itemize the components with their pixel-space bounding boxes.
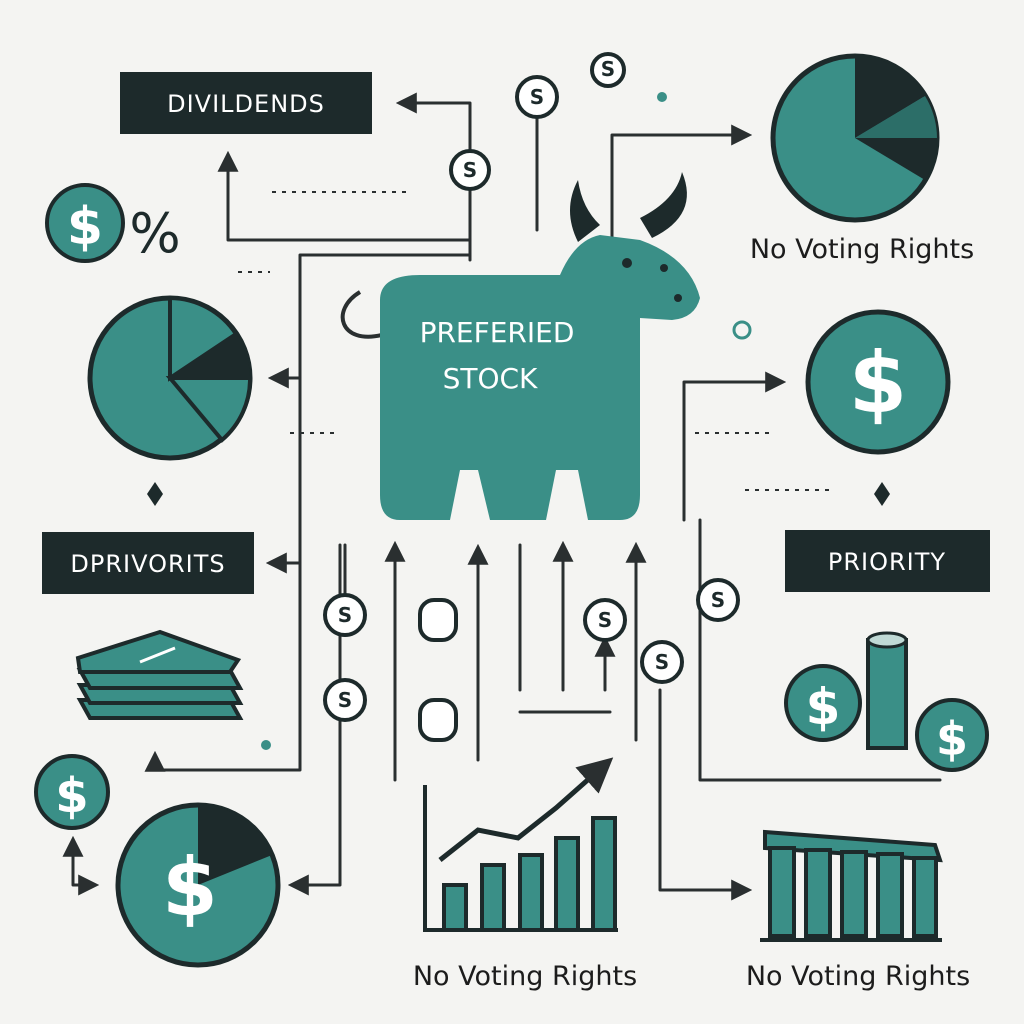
caption-right-top: No Voting Rights [750, 234, 974, 265]
label-dividends-text: DIVILDENDS [167, 90, 325, 118]
money-stack-icon [75, 629, 244, 720]
percent-icon: % [129, 202, 180, 265]
bar-chart-up-arrow-icon [423, 757, 618, 932]
connector-bottom-right [658, 688, 753, 901]
connector-right-coin [682, 371, 787, 522]
connector-left-trunk [267, 253, 472, 389]
s-letter-7: S [711, 588, 725, 612]
pie-chart-icon-top-right [770, 53, 940, 223]
s-circle-2 [449, 149, 491, 191]
dollar-coin-icon-right-mid: $ [784, 664, 862, 742]
s-circle-8 [590, 52, 626, 88]
pie-dollar-sign: $ [162, 841, 218, 934]
s-letter-4: S [338, 688, 352, 712]
s-letter-2: S [463, 158, 477, 182]
s-letter-1: S [530, 85, 544, 109]
connector-left-dprivorits [265, 376, 302, 574]
dot-decoration-1 [657, 92, 667, 102]
bull-icon: PREFERIED STOCK [340, 172, 700, 520]
pie-chart-icon-left [87, 295, 253, 461]
s-circle-6 [640, 640, 684, 684]
s-circle-4 [323, 678, 367, 722]
connector-left-bottom [144, 561, 302, 772]
dot-decoration-2 [261, 740, 271, 750]
s-letter-3: S [338, 603, 352, 627]
connector-lines [62, 92, 942, 901]
connector-left-up [217, 150, 472, 242]
coin-dollar-5: $ [936, 712, 968, 766]
s-letter-5: S [598, 608, 612, 632]
s-circles [323, 52, 740, 722]
coin-dollar-2: $ [849, 334, 907, 432]
dollar-coin-icon-bottom-left: $ [34, 754, 110, 830]
dollar-coin-icon-right: $ [805, 309, 951, 455]
caption-bottom-center: No Voting Rights [413, 961, 637, 992]
label-priority-text: PRIORITY [828, 548, 946, 576]
s-circle-7 [696, 578, 740, 622]
s-circle-5 [583, 598, 627, 642]
connector-left-pie [287, 543, 342, 896]
coin-dollar-4: $ [806, 678, 841, 736]
s-circle-1 [515, 75, 559, 119]
dash-decorations [238, 191, 830, 491]
dollar-coin-icon-top-left: $ [45, 183, 125, 263]
label-dividends: DIVILDENDS [120, 72, 372, 134]
s-letter-6: S [655, 650, 669, 674]
connector-top-right [610, 124, 753, 257]
diamond-markers [147, 482, 890, 506]
rounded-tokens [418, 598, 458, 742]
center-label-line1: PREFERIED [420, 316, 575, 349]
center-label-line2: STOCK [443, 362, 538, 395]
dot-decoration-3 [732, 320, 752, 340]
coin-dollar-3: $ [55, 768, 88, 824]
s-circle-3 [323, 593, 367, 637]
cylinder-bar-icon [866, 631, 908, 750]
coin-dollar-1: $ [67, 197, 103, 257]
label-priority: PRIORITY [785, 530, 990, 592]
label-dprivorits-text: DPRIVORITS [70, 550, 225, 578]
dollar-coin-icon-right-low: $ [915, 698, 989, 772]
pie-chart-icon-bottom-left: $ [115, 802, 281, 968]
connector-coin-left [71, 843, 100, 896]
s-circle-letters: S S S S S S S S [338, 57, 725, 712]
columns-icon [760, 829, 943, 942]
caption-bottom-right: No Voting Rights [746, 961, 970, 992]
s-letter-8: S [601, 57, 615, 81]
label-dprivorits: DPRIVORITS [42, 532, 254, 594]
